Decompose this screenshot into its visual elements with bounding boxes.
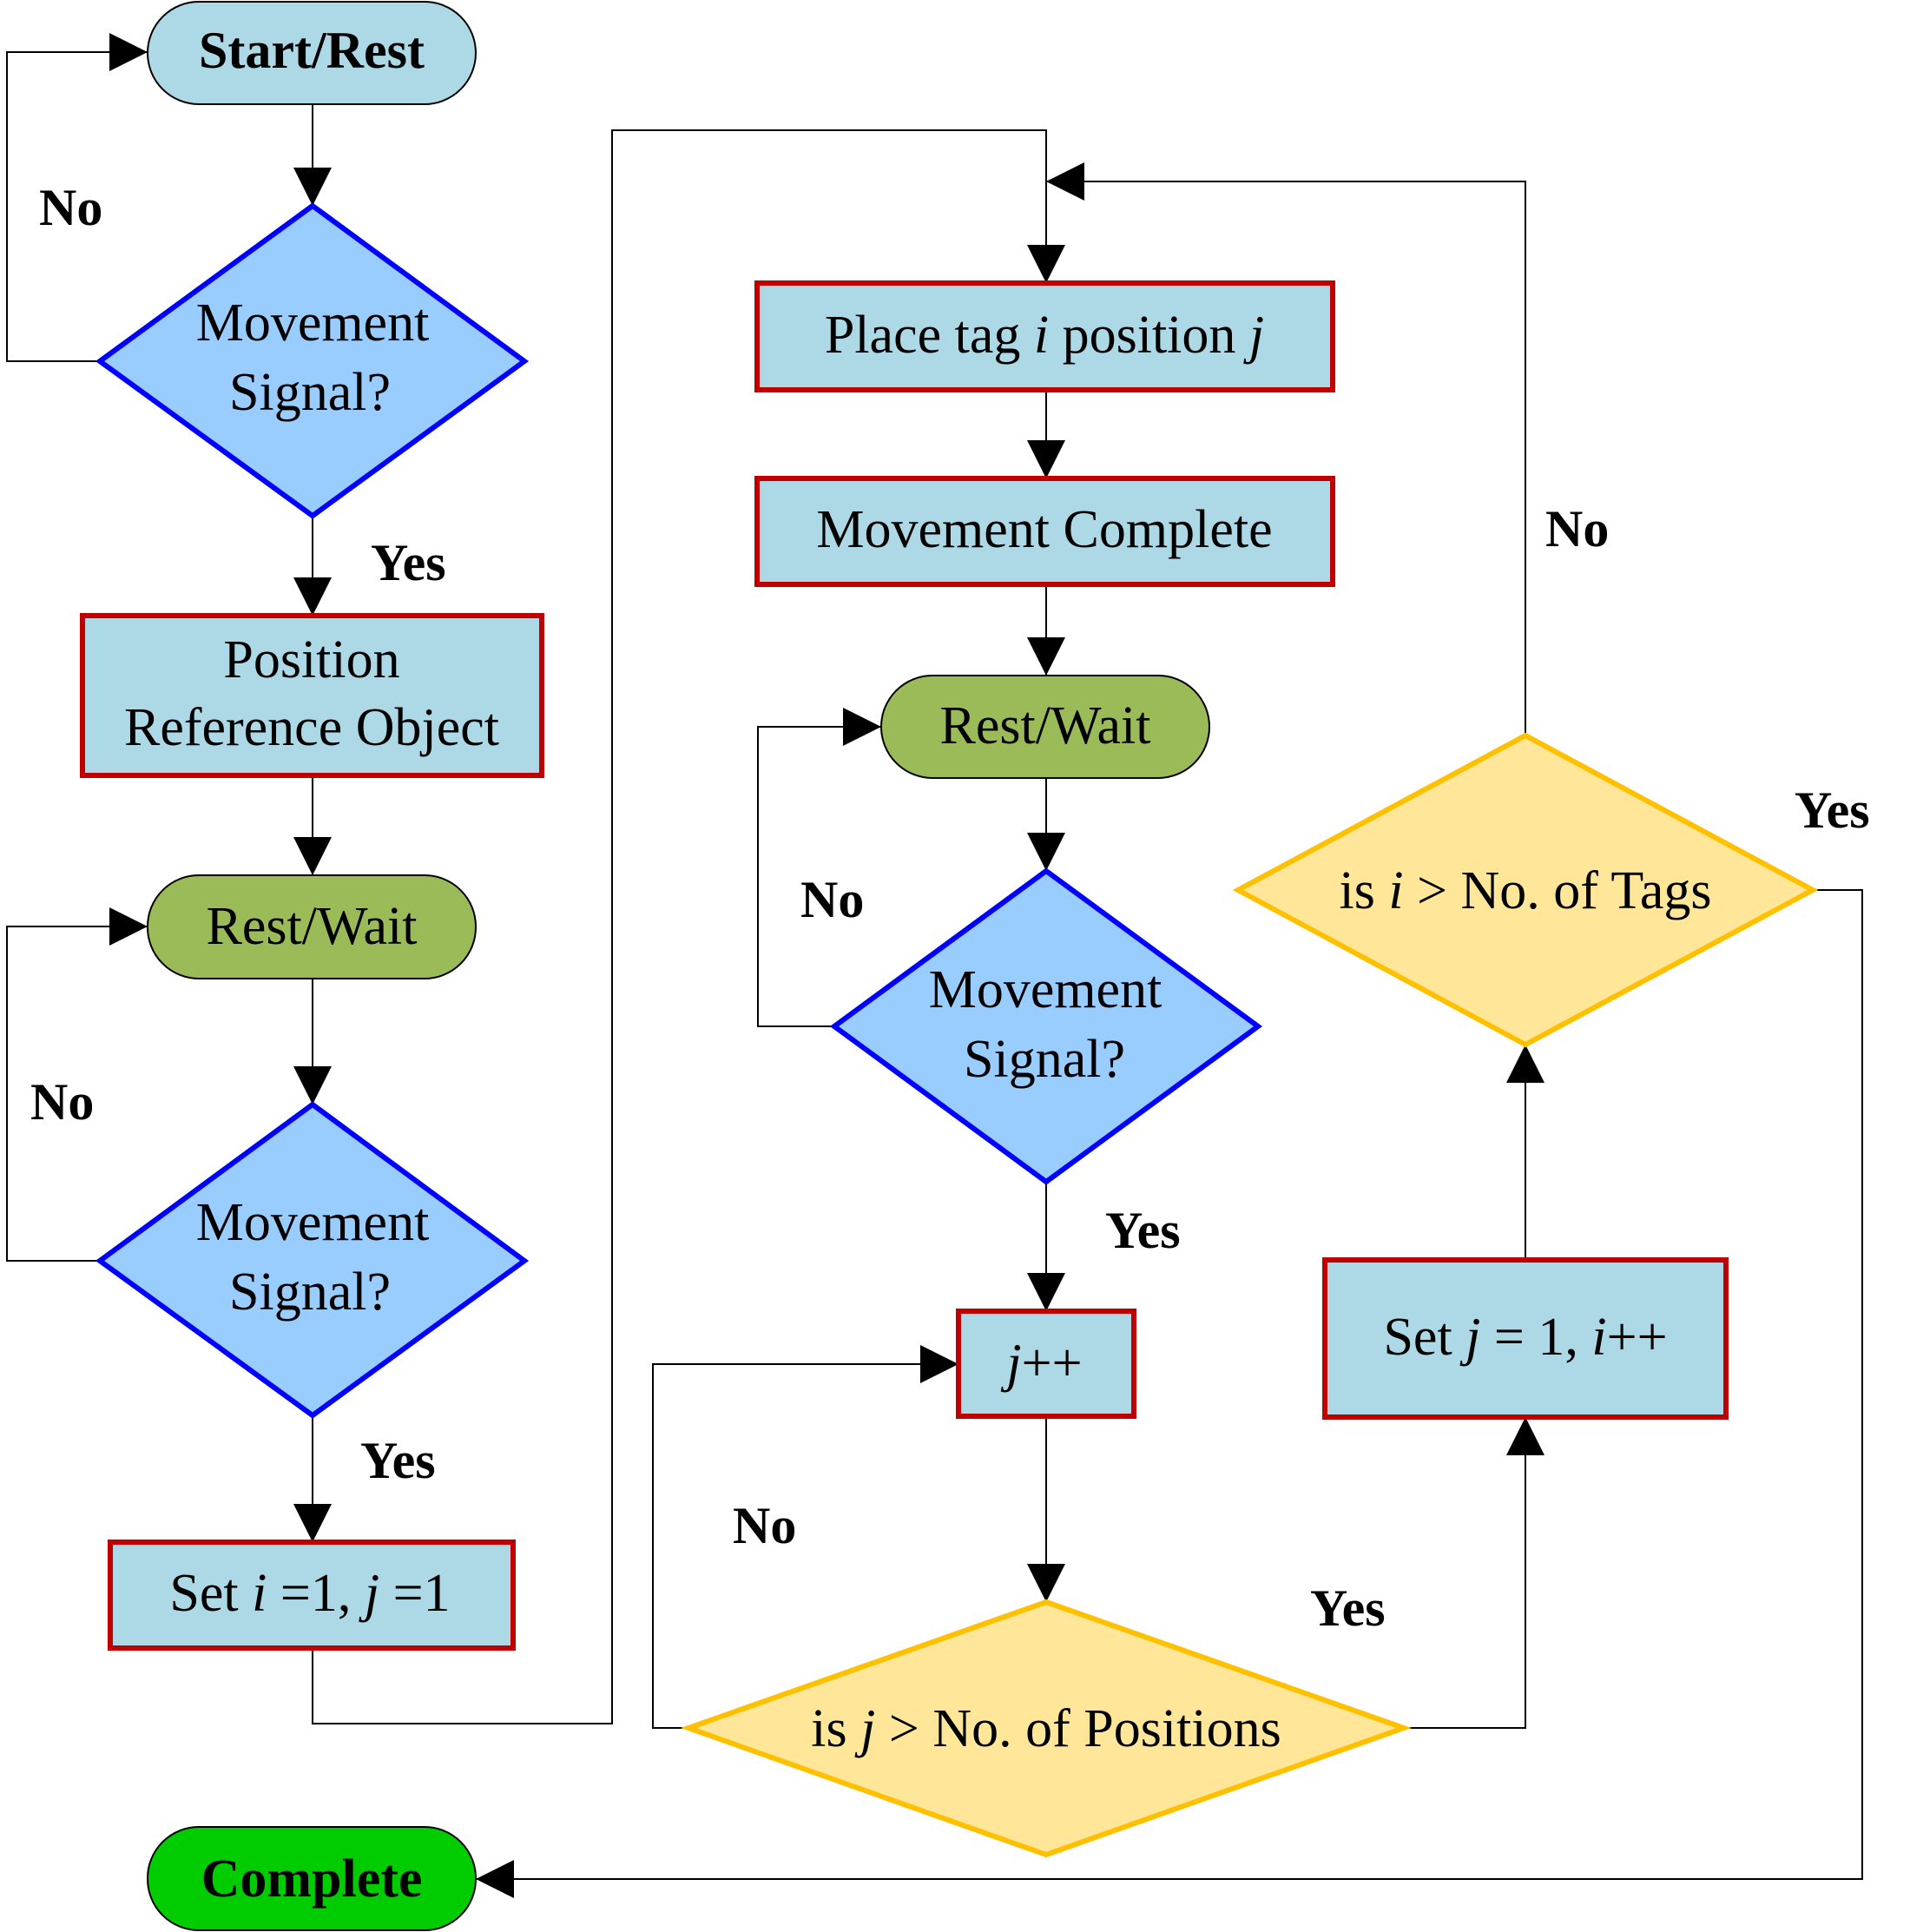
set-j-inc-i-var2: i bbox=[1591, 1308, 1606, 1367]
place-tag-node: Place tag i position j bbox=[754, 280, 1335, 392]
rest-wait-1-shape bbox=[147, 874, 477, 979]
start-rest-label: Start/Rest bbox=[199, 22, 425, 79]
label-no-signal2: No bbox=[30, 1073, 94, 1131]
position-reference-object-node: Position Reference Object bbox=[80, 613, 544, 778]
movement-complete-shape bbox=[754, 476, 1335, 587]
edge-labels: No Yes No Yes No Yes No Yes No Yes bbox=[30, 179, 1870, 1637]
set-i-j-node: Set i =1, j =1 bbox=[108, 1540, 516, 1651]
movement-signal-1-line1: Movement bbox=[196, 293, 430, 353]
movement-signal-decision-3: Movement Signal? bbox=[829, 867, 1263, 1185]
check-i-pre: is bbox=[1339, 861, 1388, 920]
check-i-post: > No. of Tags bbox=[1404, 861, 1712, 920]
label-no-signal1: No bbox=[39, 179, 102, 236]
label-no-signal3: No bbox=[800, 871, 864, 928]
position-reference-shape bbox=[80, 613, 544, 778]
edge-signal2-no-loop bbox=[6, 907, 148, 1262]
set-j-inc-i-pre: Set bbox=[1383, 1308, 1465, 1367]
label-no-check-i: No bbox=[1545, 500, 1609, 557]
set-j-inc-i-node: Set j = 1, i++ bbox=[1322, 1257, 1729, 1420]
j-increment-shape bbox=[956, 1309, 1136, 1419]
label-yes-signal1: Yes bbox=[371, 534, 446, 591]
j-increment-node: j++ bbox=[956, 1309, 1136, 1419]
edge-setij-to-placetag bbox=[312, 129, 1065, 1724]
movement-signal-1-line2: Signal? bbox=[229, 363, 391, 422]
set-j-inc-i-shape bbox=[1322, 1257, 1729, 1420]
check-j-shape bbox=[680, 1599, 1413, 1858]
movement-signal-3-line2: Signal? bbox=[964, 1030, 1125, 1089]
movement-signal-decision-2: Movement Signal? bbox=[95, 1101, 530, 1419]
label-yes-check-j: Yes bbox=[1310, 1579, 1386, 1637]
start-rest-shape bbox=[147, 1, 477, 105]
check-j-label: is j > No. of Positions bbox=[811, 1699, 1281, 1758]
set-i-j-shape bbox=[108, 1540, 516, 1651]
place-tag-var1: i bbox=[1034, 306, 1049, 365]
complete-node: Complete bbox=[147, 1826, 477, 1931]
edge-checkj-no-loop bbox=[652, 1345, 958, 1729]
position-reference-line2: Reference Object bbox=[124, 698, 499, 757]
set-j-inc-i-post: ++ bbox=[1607, 1308, 1668, 1367]
rest-wait-node-2: Rest/Wait bbox=[880, 675, 1210, 779]
rest-wait-2-shape bbox=[880, 675, 1210, 779]
edges bbox=[6, 33, 1863, 1898]
place-tag-mid: position bbox=[1049, 306, 1249, 365]
movement-signal-3-shape bbox=[829, 867, 1263, 1185]
j-increment-label: j++ bbox=[1000, 1334, 1082, 1393]
complete-label: Complete bbox=[201, 1850, 423, 1909]
check-j-pre: is bbox=[811, 1699, 860, 1758]
movement-signal-2-line1: Movement bbox=[196, 1193, 430, 1252]
movement-complete-label: Movement Complete bbox=[816, 500, 1272, 559]
movement-signal-3-line1: Movement bbox=[929, 960, 1162, 1019]
check-i-shape bbox=[1232, 732, 1819, 1048]
edge-checkj-yes bbox=[1404, 1417, 1544, 1729]
set-i-j-mid: =1, bbox=[267, 1564, 364, 1623]
rest-wait-1-label: Rest/Wait bbox=[207, 897, 418, 956]
set-i-j-pre: Set bbox=[169, 1564, 252, 1623]
movement-signal-2-shape bbox=[95, 1101, 530, 1419]
place-tag-pre: Place tag bbox=[825, 306, 1034, 365]
edge-checki-no-loop bbox=[1046, 162, 1526, 735]
set-i-j-var1: i bbox=[252, 1564, 267, 1623]
movement-complete-node: Movement Complete bbox=[754, 476, 1335, 587]
check-j-positions-decision: is j > No. of Positions bbox=[680, 1599, 1413, 1858]
movement-signal-2-line2: Signal? bbox=[229, 1263, 391, 1322]
label-yes-signal3: Yes bbox=[1105, 1202, 1181, 1259]
j-increment-post: ++ bbox=[1022, 1334, 1083, 1393]
complete-shape bbox=[147, 1826, 477, 1931]
place-tag-shape bbox=[754, 280, 1335, 392]
edge-signal3-no-loop bbox=[757, 708, 881, 1027]
label-no-check-j: No bbox=[733, 1497, 796, 1554]
set-i-j-post: =1 bbox=[379, 1564, 450, 1623]
edge-signal1-no-loop bbox=[6, 33, 148, 362]
position-reference-line1: Position bbox=[223, 630, 399, 689]
set-j-inc-i-mid: = 1, bbox=[1480, 1308, 1591, 1367]
rest-wait-node-1: Rest/Wait bbox=[147, 874, 477, 979]
start-rest-node: Start/Rest bbox=[147, 1, 477, 105]
movement-signal-decision-1: Movement Signal? bbox=[95, 202, 530, 519]
check-i-var: i bbox=[1388, 861, 1403, 920]
check-i-label: is i > No. of Tags bbox=[1339, 861, 1711, 920]
set-j-inc-i-label: Set j = 1, i++ bbox=[1383, 1308, 1667, 1367]
label-yes-check-i: Yes bbox=[1795, 781, 1870, 839]
check-i-tags-decision: is i > No. of Tags bbox=[1232, 732, 1819, 1048]
rest-wait-2-label: Rest/Wait bbox=[940, 696, 1151, 755]
place-tag-label: Place tag i position j bbox=[825, 306, 1264, 365]
movement-signal-1-shape bbox=[95, 202, 530, 519]
set-i-j-label: Set i =1, j =1 bbox=[169, 1564, 450, 1623]
edge-checki-yes bbox=[476, 889, 1863, 1898]
check-j-post: > No. of Positions bbox=[875, 1699, 1281, 1758]
label-yes-signal2: Yes bbox=[360, 1432, 436, 1489]
